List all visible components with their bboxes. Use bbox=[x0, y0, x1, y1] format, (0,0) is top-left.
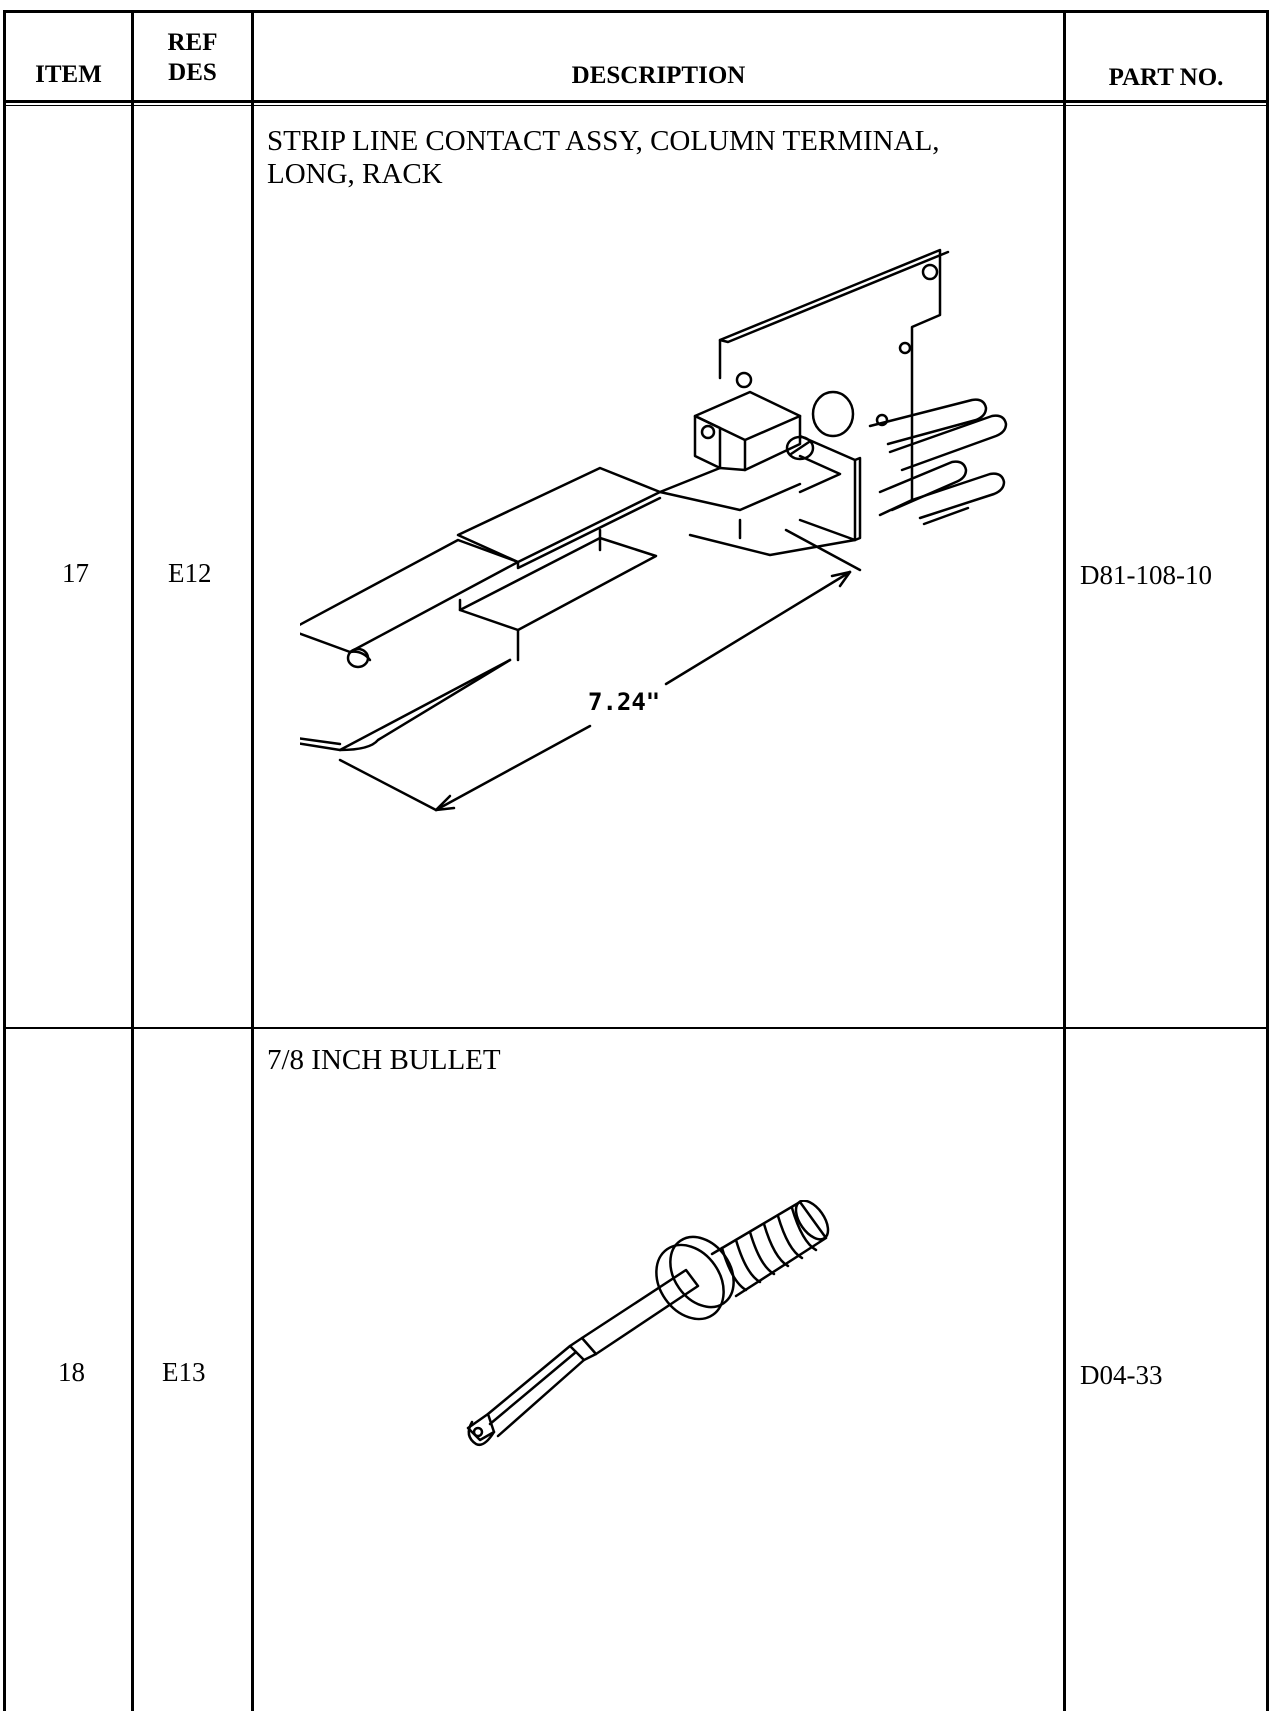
table-border-right bbox=[1266, 10, 1269, 1711]
bullet-drawing bbox=[466, 1200, 830, 1446]
table-border-left bbox=[3, 10, 6, 1711]
column-divider-ref-des bbox=[251, 10, 254, 1711]
row-17-description-line1: STRIP LINE CONTACT ASSY, COLUMN TERMINAL… bbox=[267, 125, 940, 157]
column-divider-description bbox=[1063, 10, 1066, 1711]
row-18-item: 18 bbox=[58, 1357, 85, 1387]
column-divider-item bbox=[131, 10, 134, 1711]
row-18-ref-des: E13 bbox=[162, 1357, 206, 1387]
table-border-top bbox=[3, 10, 1269, 13]
row-18-description-line1: 7/8 INCH BULLET bbox=[267, 1044, 501, 1076]
row-17-ref-des: E12 bbox=[168, 558, 212, 588]
row-17-item: 17 bbox=[62, 558, 89, 588]
header-ref-des-line2: DES bbox=[168, 59, 217, 86]
header-divider bbox=[3, 100, 1269, 103]
header-description: DESCRIPTION bbox=[571, 62, 746, 89]
row-17-part-no: D81-108-10 bbox=[1080, 560, 1212, 590]
row-divider bbox=[3, 1027, 1269, 1029]
dimension-label: 7.24" bbox=[588, 688, 660, 716]
header-divider-under bbox=[3, 105, 1269, 106]
header-part-no: PART NO. bbox=[1108, 64, 1224, 91]
header-item: ITEM bbox=[35, 61, 102, 88]
strip-line-contact-drawing: 7.24" bbox=[300, 248, 1008, 812]
header-ref-des-line1: REF bbox=[167, 29, 218, 56]
row-18-part-no: D04-33 bbox=[1080, 1360, 1163, 1390]
row-17-description-line2: LONG, RACK bbox=[267, 158, 443, 190]
